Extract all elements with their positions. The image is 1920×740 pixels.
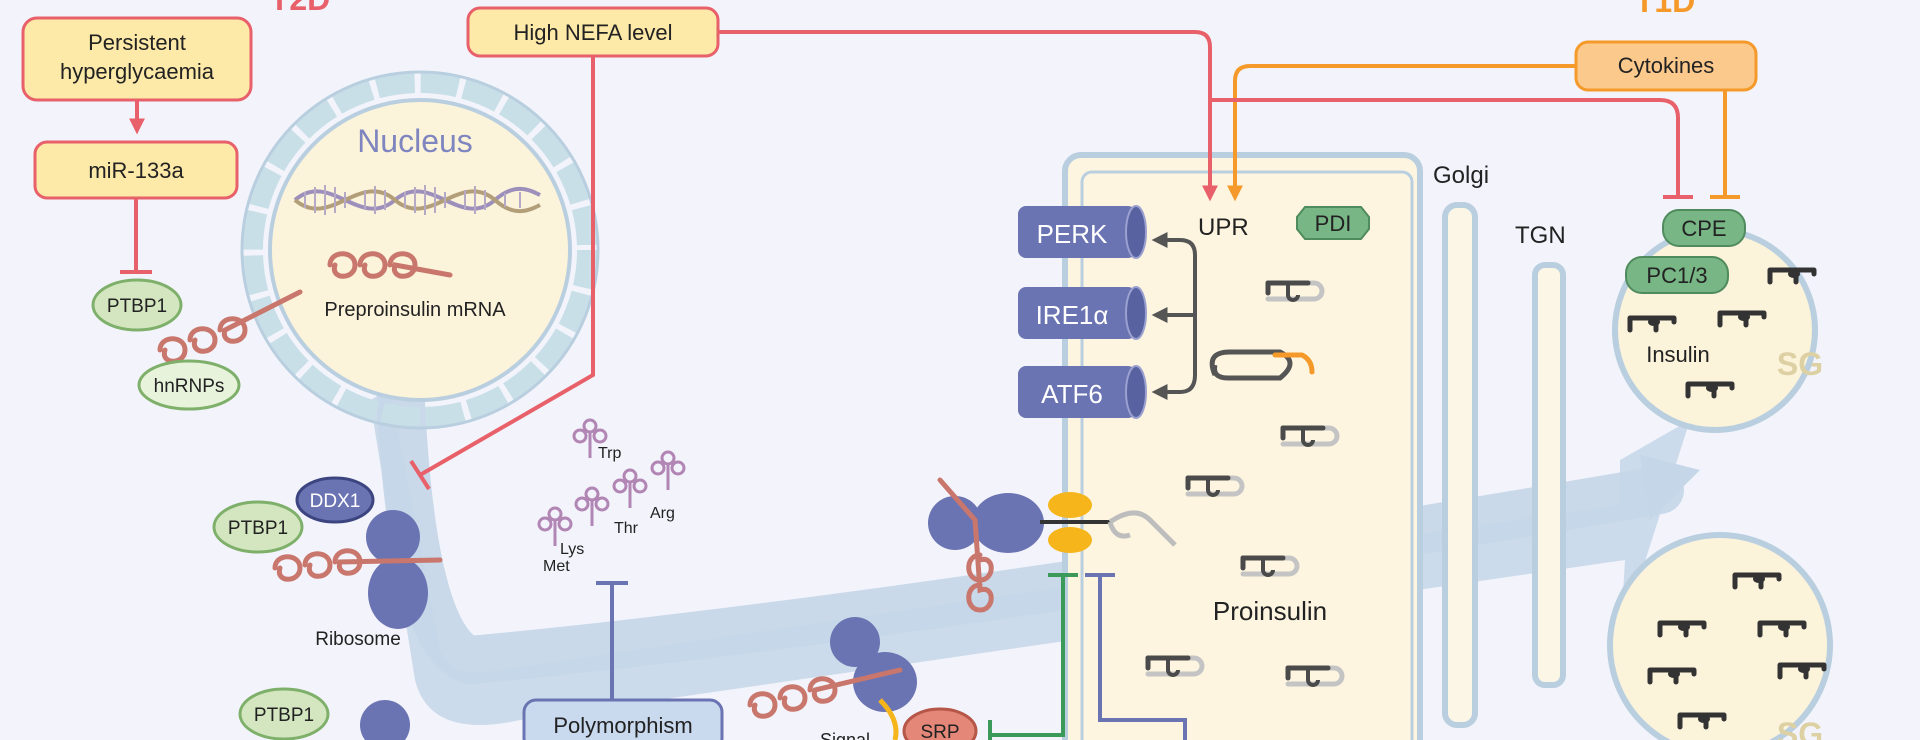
trna-lys [574, 486, 610, 528]
tgn-membrane [1532, 262, 1566, 688]
ddx1-label: DDX1 [310, 491, 361, 512]
thr-label: Thr [614, 520, 639, 537]
ribosome-large-subunit [368, 557, 428, 629]
pc13-badge [1625, 256, 1729, 294]
met-label: Met [543, 558, 570, 575]
ire1a-label: IRE1α [1036, 300, 1109, 330]
lys-label: Lys [560, 541, 584, 558]
er-inner-membrane [1080, 170, 1414, 740]
dna-icon [293, 185, 541, 215]
hnrnps-oval [137, 359, 241, 411]
cyt-ribosome-large [853, 652, 917, 712]
nucleus-label: Nucleus [357, 123, 473, 159]
trna-arg [650, 450, 686, 492]
mir133a-label: miR-133a [88, 158, 184, 183]
mrna-strand-2 [272, 548, 443, 582]
signal-label: Signal [820, 730, 870, 740]
mrna-strand-1 [157, 289, 303, 364]
pc13-label: PC1/3 [1646, 263, 1707, 288]
trna-thr [612, 468, 648, 510]
ptbp1-label-1: PTBP1 [107, 296, 167, 317]
srp-oval [902, 707, 978, 740]
upr-label: UPR [1198, 214, 1249, 241]
ptbp1-oval-2 [212, 500, 304, 554]
ribosome-label: Ribosome [315, 629, 401, 650]
cyt-ribosome-small [830, 617, 880, 667]
er-mrna [937, 477, 994, 613]
golgi-membrane [1442, 202, 1478, 728]
preproinsulin-mrna-label: Preproinsulin mRNA [324, 299, 506, 321]
preproinsulin-mrna-icon [327, 251, 453, 279]
nucleus-body [268, 98, 572, 402]
cyt-mrna [747, 667, 903, 719]
ribosome-small-subunit [366, 510, 420, 564]
cpe-badge [1662, 209, 1746, 247]
nucleus-outer [241, 71, 599, 429]
trp-label: Trp [598, 445, 622, 462]
high-nefa-label: High NEFA level [514, 20, 673, 45]
tgn-label: TGN [1515, 222, 1566, 249]
insulin-label: Insulin [1646, 342, 1710, 367]
polymorphism-box [522, 698, 724, 740]
translocon-bottom [1048, 527, 1092, 553]
ribosome-small-subunit-2 [360, 700, 410, 740]
pdi-badge [1296, 206, 1370, 240]
t2d-header: T2D [270, 0, 330, 17]
srp-label: SRP [920, 722, 959, 740]
perk-sensor: PERK [1018, 205, 1147, 259]
secretory-granule-2 [1607, 532, 1833, 740]
flow-arrow-head [1640, 455, 1700, 520]
polymorphism-label: Polymorphism [553, 713, 692, 738]
er-outer-membrane [1062, 152, 1423, 740]
sg-label-1: SG [1777, 346, 1823, 382]
hnrnps-label: hnRNPs [154, 376, 225, 397]
ire1a-sensor: IRE1α [1018, 286, 1147, 340]
proinsulin-label: Proinsulin [1213, 596, 1327, 626]
er-ribosome-large [972, 493, 1044, 553]
ptbp1-oval-3 [238, 687, 330, 740]
ptbp1-label-3: PTBP1 [254, 705, 314, 726]
t1d-header: T1D [1635, 0, 1695, 19]
pdi-label: PDI [1315, 211, 1352, 236]
arg-label: Arg [650, 505, 675, 522]
perk-label: PERK [1037, 219, 1108, 249]
translocon-top [1048, 492, 1092, 518]
golgi-label: Golgi [1433, 162, 1489, 189]
ptbp1-label-2: PTBP1 [228, 518, 288, 539]
cytokines-label: Cytokines [1618, 53, 1715, 78]
sg-label-2: SG [1777, 716, 1823, 740]
persistent-hyperglycaemia-line1: Persistent [88, 30, 186, 55]
ddx1-oval [295, 476, 375, 524]
atf6-label: ATF6 [1041, 379, 1103, 409]
cpe-label: CPE [1681, 216, 1726, 241]
persistent-hyperglycaemia-line2: hyperglycaemia [60, 59, 215, 84]
atf6-sensor: ATF6 [1018, 365, 1147, 419]
ptbp1-oval-1 [91, 278, 183, 332]
